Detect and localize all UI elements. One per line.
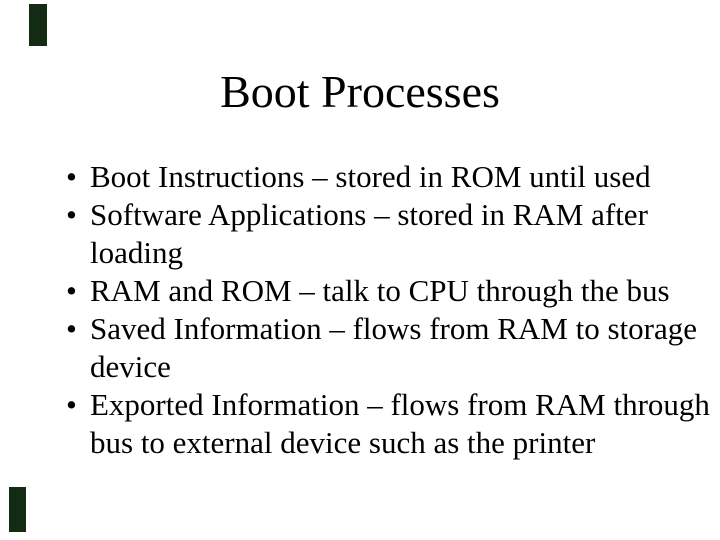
corner-mark-top-left	[29, 4, 47, 46]
bullet-item: • RAM and ROM – talk to CPU through the …	[66, 272, 672, 310]
bullet-icon: •	[66, 273, 77, 308]
bullet-text-line: bus to external device such as the print…	[90, 425, 596, 460]
bullet-list: • Boot Instructions – stored in ROM unti…	[66, 158, 710, 462]
bullet-text-line: Boot Instructions – stored in ROM until …	[90, 159, 651, 194]
bullet-item: • Saved Information – flows from RAM to …	[66, 310, 697, 386]
bullet-text-line: Saved Information – flows from RAM to st…	[90, 311, 697, 346]
bullet-item: • Exported Information – flows from RAM …	[66, 386, 710, 462]
corner-mark-bottom-left	[9, 487, 26, 532]
bullet-icon: •	[66, 311, 77, 346]
bullet-text-line: RAM and ROM – talk to CPU through the bu…	[90, 273, 670, 308]
bullet-text-line: Exported Information – flows from RAM th…	[90, 387, 710, 422]
bullet-text-line: loading	[90, 235, 183, 270]
bullet-text-line: device	[90, 349, 171, 384]
bullet-icon: •	[66, 159, 77, 194]
bullet-item: • Software Applications – stored in RAM …	[66, 196, 672, 272]
slide-title: Boot Processes	[220, 66, 500, 117]
bullet-icon: •	[66, 387, 77, 422]
bullet-icon: •	[66, 197, 77, 232]
bullet-item: • Boot Instructions – stored in ROM unti…	[66, 158, 672, 196]
bullet-text-line: Software Applications – stored in RAM af…	[90, 197, 648, 232]
